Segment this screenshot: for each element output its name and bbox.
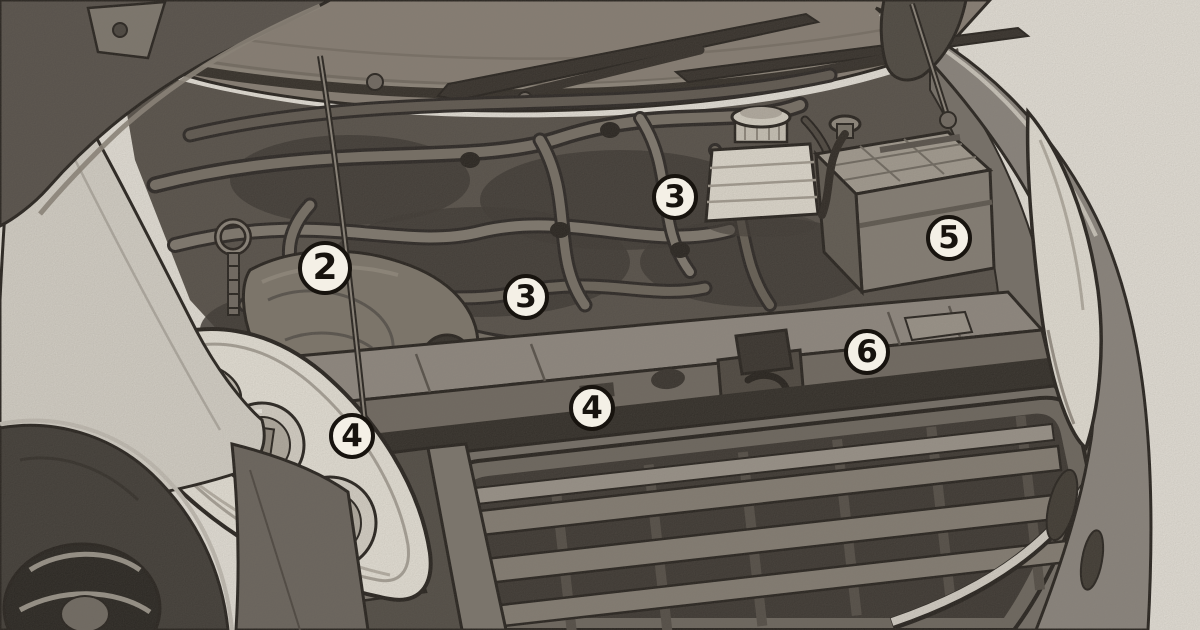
callout-3: 3 [652, 174, 698, 220]
callout-4: 4 [329, 413, 375, 459]
callout-4: 4 [569, 385, 615, 431]
callout-6: 6 [844, 329, 890, 375]
callout-5: 5 [926, 215, 972, 261]
callout-3: 3 [503, 274, 549, 320]
callout-2: 2 [298, 241, 352, 295]
